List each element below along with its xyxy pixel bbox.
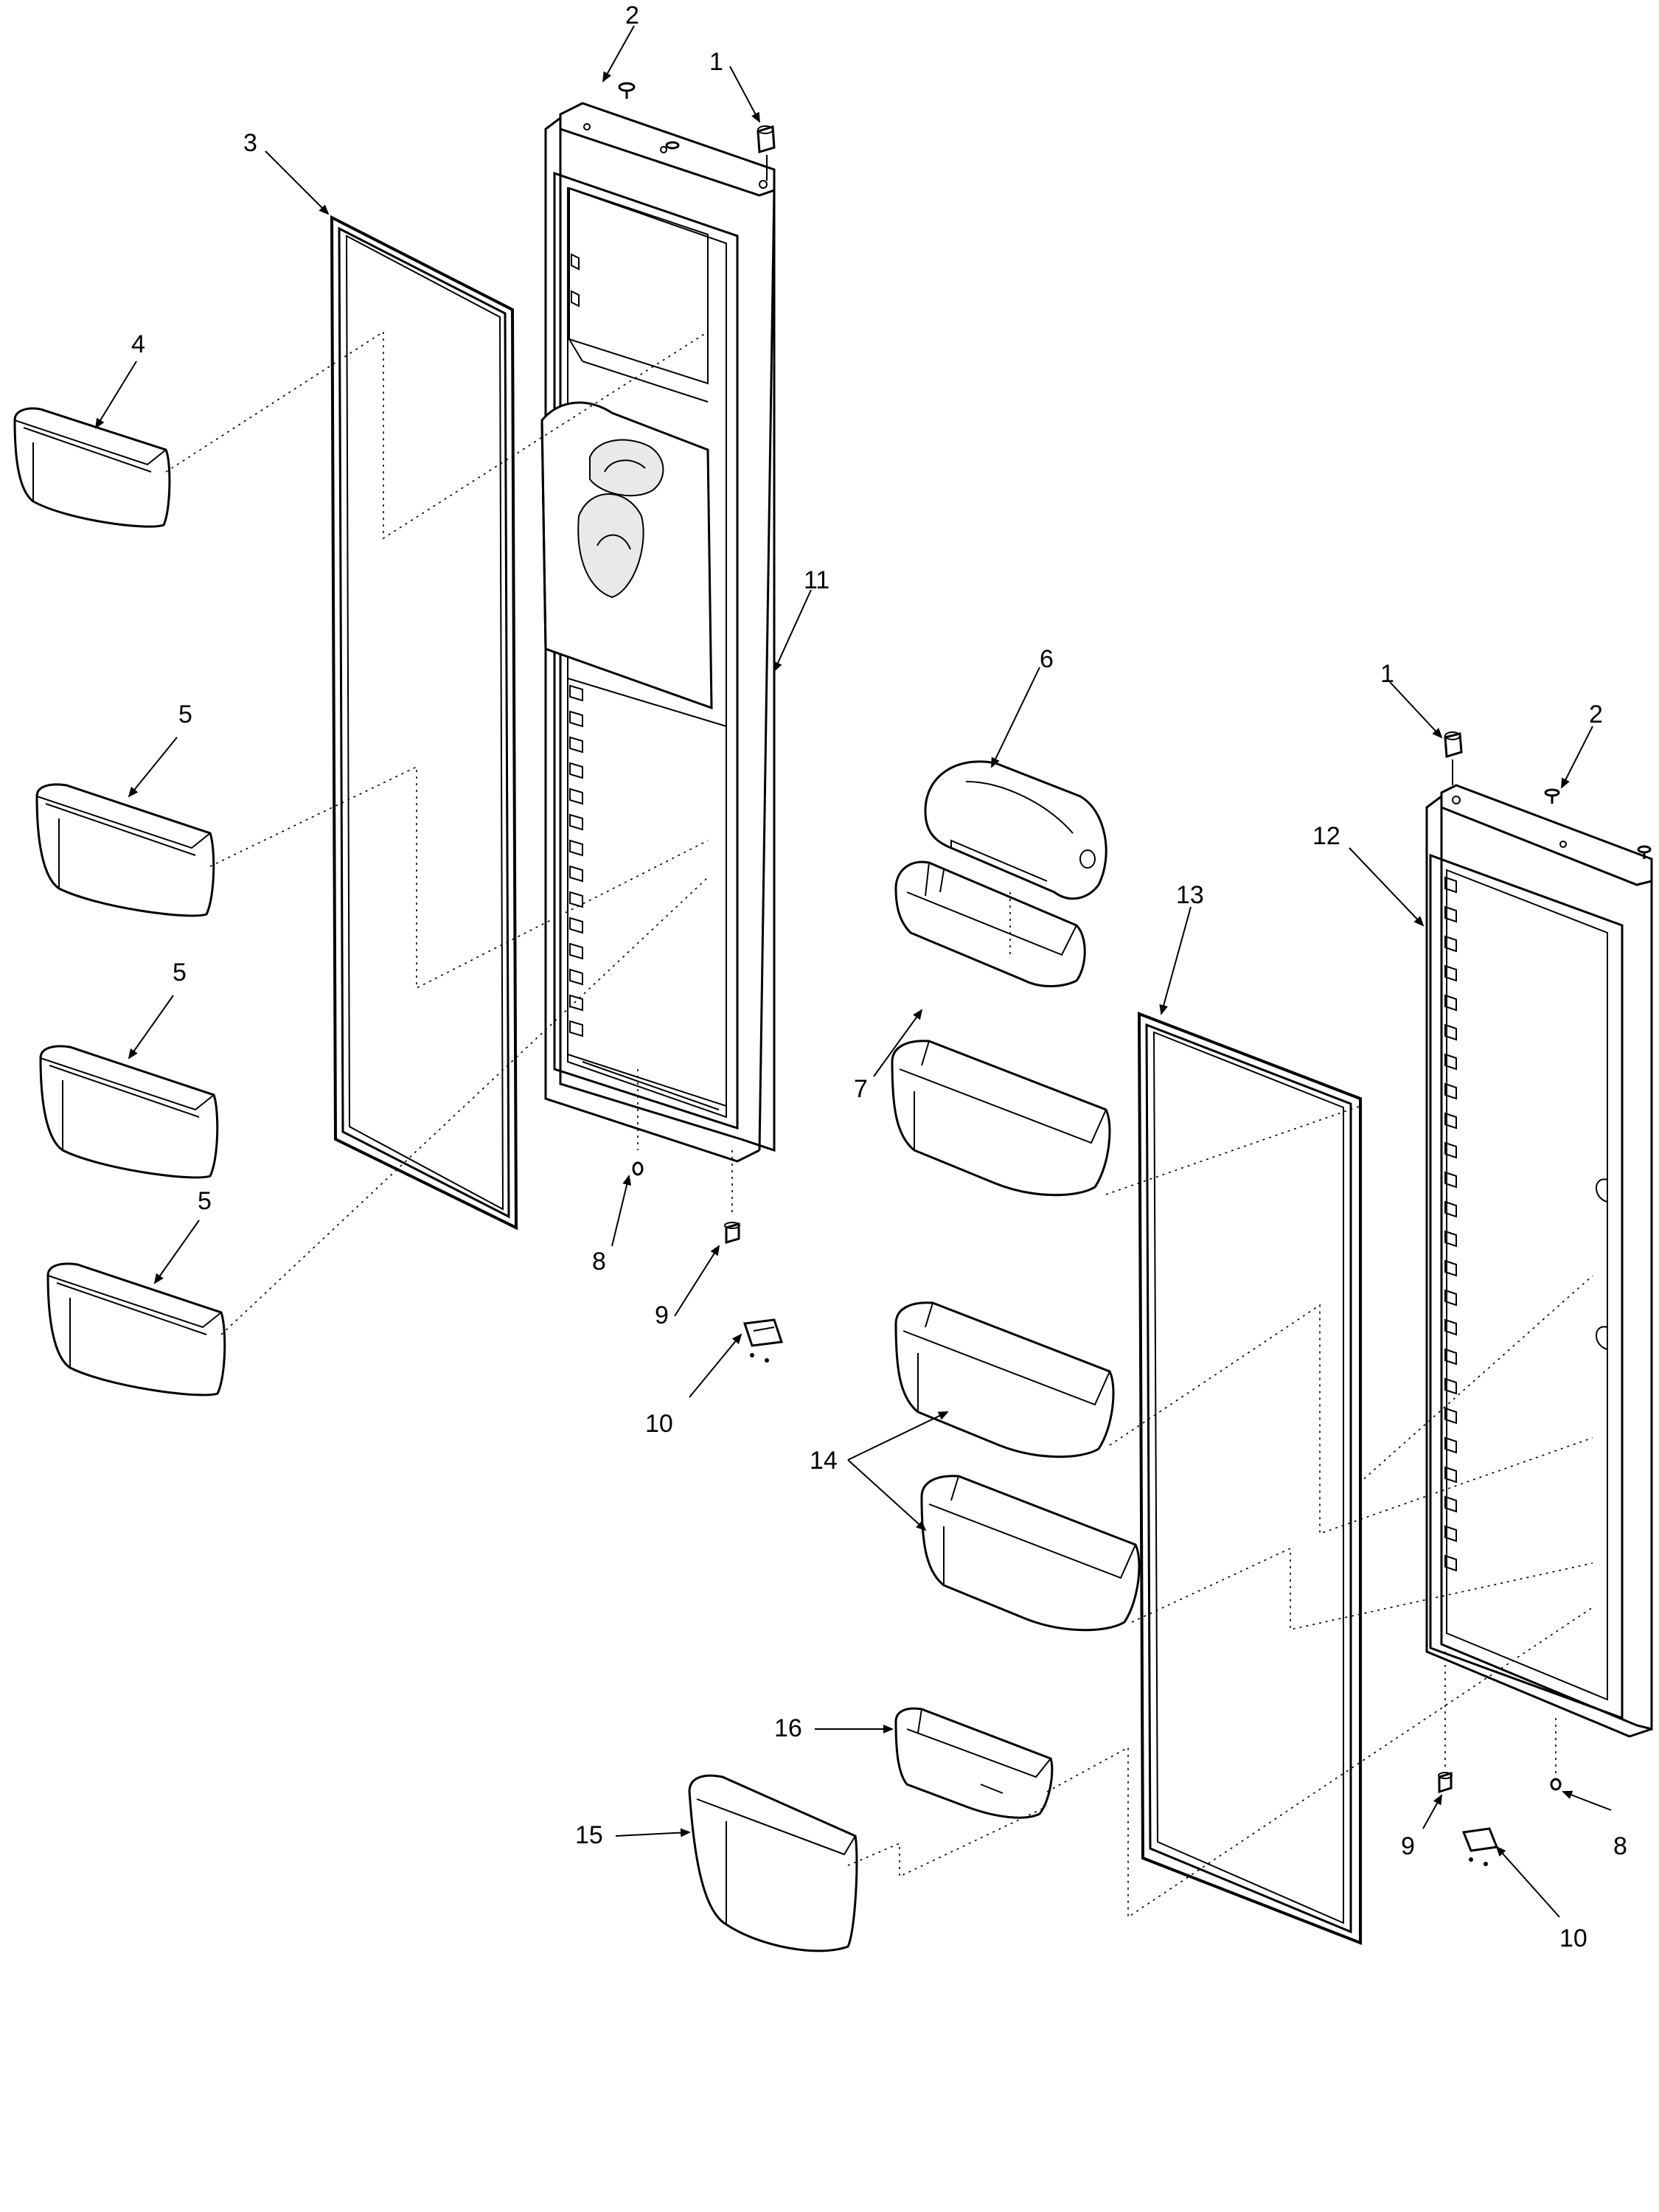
hinge-bushing-right	[1444, 731, 1463, 785]
callout-12: 12	[1312, 822, 1340, 850]
callout-1-left: 1	[709, 48, 723, 76]
callout-8-right: 8	[1613, 1832, 1627, 1860]
callout-1-right: 1	[1380, 660, 1394, 688]
freezer-bin-5b	[39, 1045, 219, 1179]
screw-right-top	[1544, 788, 1652, 859]
door-bin-16	[894, 1707, 1054, 1819]
callout-11: 11	[804, 566, 830, 594]
door-bin-14b	[894, 1301, 1115, 1458]
freezer-bin-5c	[46, 1262, 226, 1397]
callout-10-left: 10	[645, 1410, 673, 1438]
callout-2-left: 2	[625, 1, 639, 29]
callout-9-right: 9	[1401, 1832, 1415, 1860]
hardware-left	[632, 1161, 784, 1363]
callout-10-right: 10	[1559, 1924, 1587, 1952]
dairy-compartment-7	[894, 860, 1086, 987]
door-bin-15	[688, 1774, 858, 1952]
callout-arrows	[94, 25, 1612, 1918]
hinge-bushing-left	[757, 125, 776, 181]
callout-6: 6	[1040, 645, 1054, 673]
fresh-food-door-gasket	[1137, 1012, 1362, 1945]
assembly-lines-left	[165, 330, 733, 1335]
callout-14: 14	[810, 1447, 838, 1475]
assembly-lines-right	[847, 892, 1593, 1919]
callout-8-left: 8	[592, 1248, 606, 1276]
callout-3: 3	[243, 129, 257, 157]
callout-2-right: 2	[1589, 700, 1603, 728]
door-bin-14a	[891, 1040, 1111, 1197]
callout-9-left: 9	[655, 1301, 669, 1329]
dairy-door-6	[924, 760, 1107, 900]
callout-4: 4	[131, 330, 145, 358]
door-bin-14c	[920, 1475, 1141, 1632]
callout-5-a: 5	[178, 700, 192, 728]
freezer-bin-4	[13, 407, 171, 528]
callout-16: 16	[774, 1714, 802, 1742]
hardware-right	[1438, 1771, 1562, 1866]
freezer-door-assembly	[540, 102, 776, 1163]
callout-7: 7	[854, 1075, 868, 1103]
callout-5-b: 5	[173, 959, 187, 987]
freezer-door-gasket	[330, 215, 518, 1231]
screw-left-top	[618, 82, 680, 150]
callout-labels: 2 1 3 4 5 5 5 11 6 7 8 9 10 1 2 12 13 14…	[131, 1, 1627, 1952]
callout-5-c: 5	[198, 1187, 212, 1215]
callout-13: 13	[1176, 881, 1204, 909]
freezer-bin-5a	[35, 783, 215, 917]
fresh-food-door-assembly	[1425, 784, 1653, 1738]
callout-15: 15	[575, 1821, 603, 1849]
